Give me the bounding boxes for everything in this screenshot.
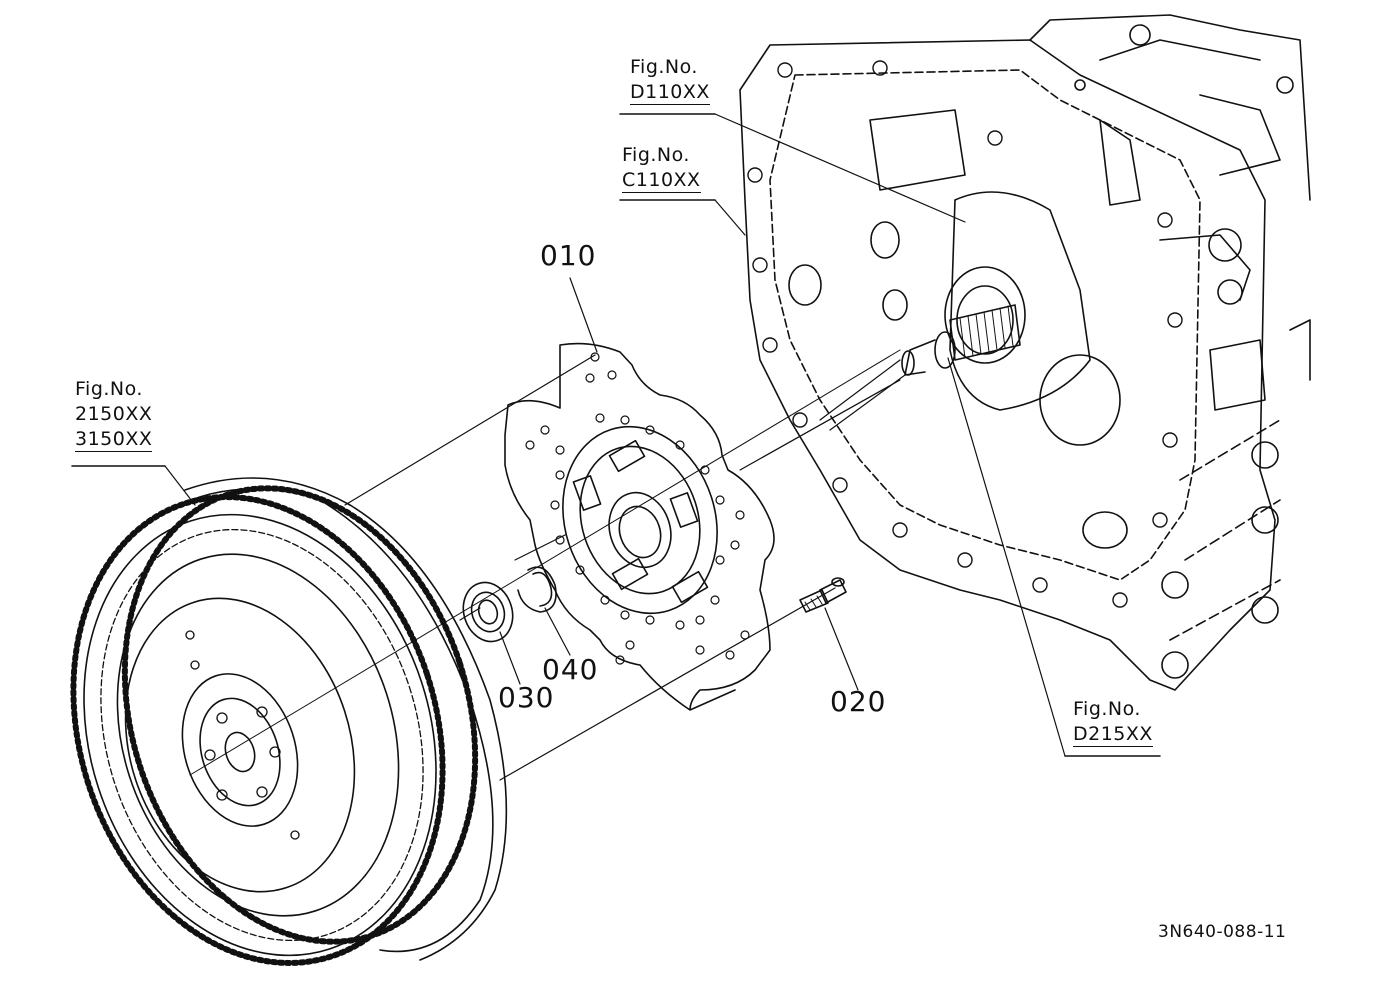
bolt-part [799, 577, 847, 613]
flywheel [70, 349, 901, 966]
reference-prefix: Fig.No. [622, 144, 690, 166]
part-number-010: 010 [540, 239, 597, 272]
reference-figure-number: D110XX [630, 81, 710, 105]
reference-label-d215xx: Fig.No. D215XX [1073, 700, 1153, 747]
reference-prefix: Fig.No. [75, 378, 143, 400]
reference-prefix: Fig.No. [1073, 698, 1141, 720]
input-shaft-assembly [819, 191, 1091, 431]
reference-figure-number: 3150XX [75, 428, 153, 452]
snap-ring [517, 566, 557, 613]
reference-figure-number: D215XX [1073, 723, 1153, 747]
reference-label-c110xx: Fig.No. C110XX [622, 146, 701, 193]
reference-figure-number: C110XX [622, 169, 701, 193]
reference-figure-number: 2150XX [75, 403, 153, 425]
reference-label-d110xx: Fig.No. D110XX [630, 58, 710, 105]
alignment-lines [344, 354, 901, 781]
part-number-020: 020 [830, 685, 887, 718]
transmission-housing [739, 14, 1311, 691]
part-number-040: 040 [542, 653, 599, 686]
part-number-030: 030 [498, 681, 555, 714]
leader-lines [71, 113, 1161, 757]
pilot-bearing [462, 581, 514, 643]
clutch-disc [504, 342, 775, 711]
reference-label-2150xx-3150xx: Fig.No. 2150XX 3150XX [75, 378, 153, 452]
reference-prefix: Fig.No. [630, 56, 698, 78]
drawing-id: 3N640-088-11 [1158, 922, 1287, 942]
